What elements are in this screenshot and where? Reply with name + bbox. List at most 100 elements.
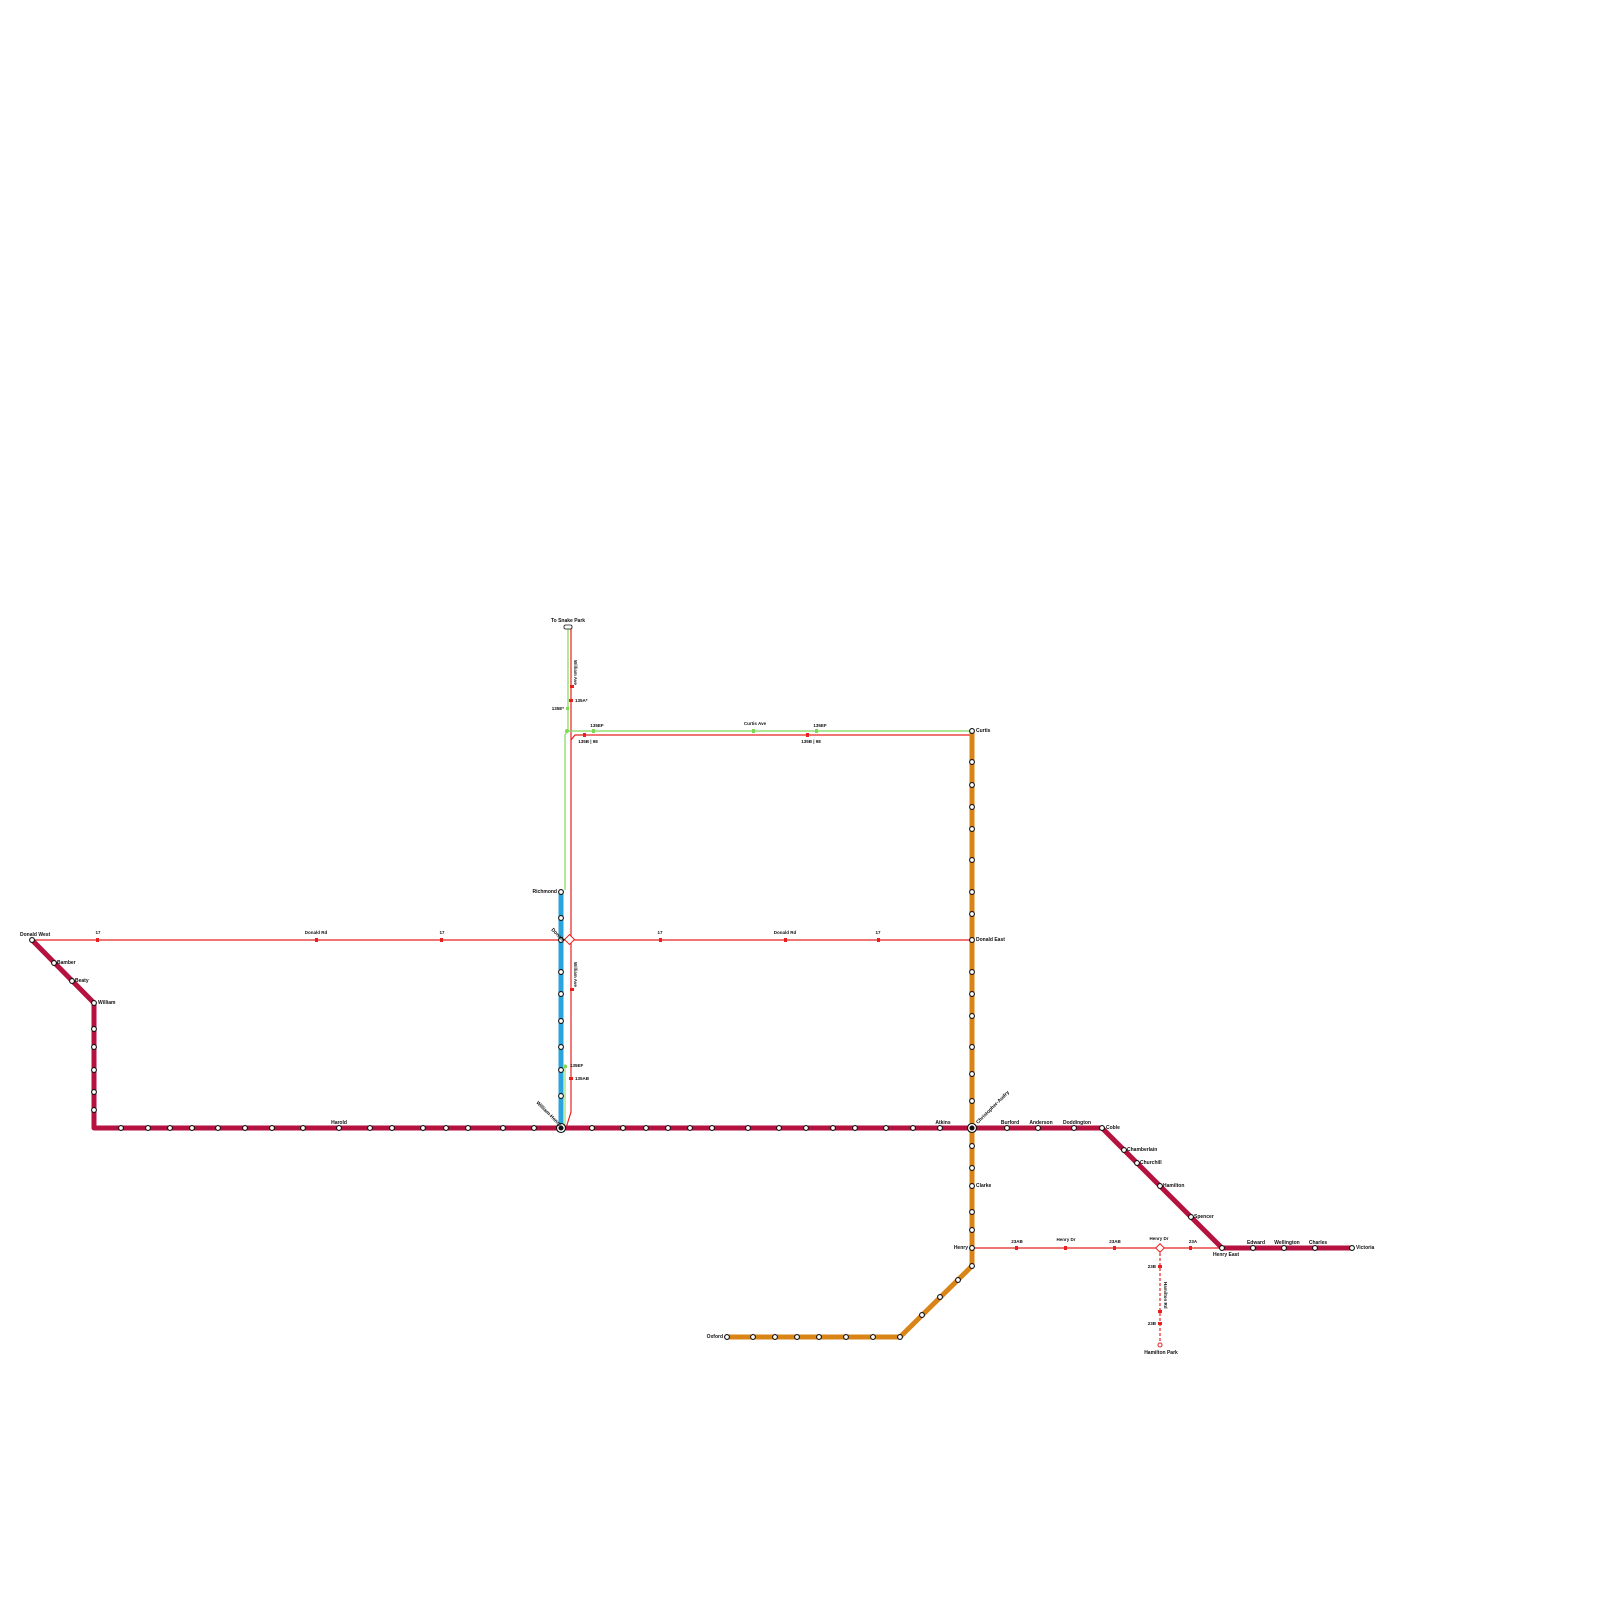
bus-stop[interactable] — [440, 938, 443, 942]
station[interactable] — [969, 1044, 975, 1050]
station-richmond[interactable] — [558, 889, 564, 895]
station[interactable] — [969, 1071, 975, 1077]
bus-stop[interactable] — [315, 938, 318, 942]
station[interactable] — [910, 1125, 916, 1131]
station[interactable] — [91, 1107, 97, 1113]
hamilton-park-terminus[interactable] — [1157, 1342, 1163, 1348]
station-henry[interactable] — [969, 1245, 975, 1251]
station[interactable] — [830, 1125, 836, 1131]
station[interactable] — [772, 1334, 778, 1340]
bus-stop[interactable] — [1064, 1246, 1067, 1250]
bus-stop[interactable] — [1158, 1322, 1162, 1325]
station[interactable] — [843, 1334, 849, 1340]
station[interactable] — [91, 1026, 97, 1032]
bus-interchange-donald[interactable] — [563, 933, 576, 946]
station[interactable] — [897, 1334, 903, 1340]
station[interactable] — [500, 1125, 506, 1131]
station[interactable] — [687, 1125, 693, 1131]
station[interactable] — [852, 1125, 858, 1131]
station[interactable] — [91, 1089, 97, 1095]
station-burford[interactable] — [1004, 1125, 1010, 1131]
station-donald-west[interactable] — [29, 937, 35, 943]
station[interactable] — [969, 1143, 975, 1149]
station[interactable] — [300, 1125, 306, 1131]
bus-stop[interactable] — [1189, 1246, 1192, 1250]
station[interactable] — [883, 1125, 889, 1131]
station[interactable] — [969, 1013, 975, 1019]
station-hamilton[interactable] — [1157, 1183, 1163, 1189]
station[interactable] — [745, 1125, 751, 1131]
bus-stop[interactable] — [570, 988, 574, 991]
station-spencer[interactable] — [1188, 1214, 1194, 1220]
station[interactable] — [969, 782, 975, 788]
bus-stop[interactable] — [877, 938, 880, 942]
station[interactable] — [189, 1125, 195, 1131]
bus-junction[interactable] — [565, 729, 569, 733]
station-clarke[interactable] — [969, 1183, 975, 1189]
station[interactable] — [937, 1294, 943, 1300]
station-william[interactable] — [91, 1000, 97, 1006]
station-coble[interactable] — [1099, 1125, 1105, 1131]
station[interactable] — [665, 1125, 671, 1131]
station-oxford[interactable] — [724, 1334, 730, 1340]
station-henry-east[interactable] — [1219, 1245, 1225, 1251]
station[interactable] — [969, 1165, 975, 1171]
bus-stop[interactable] — [570, 685, 574, 688]
station[interactable] — [969, 759, 975, 765]
station[interactable] — [443, 1125, 449, 1131]
station-wellington[interactable] — [1281, 1245, 1287, 1251]
bus-stop[interactable] — [569, 699, 573, 702]
bus-stop[interactable] — [659, 938, 662, 942]
station[interactable] — [145, 1125, 151, 1131]
station[interactable] — [643, 1125, 649, 1131]
station-charles[interactable] — [1312, 1245, 1318, 1251]
station-harold[interactable] — [336, 1125, 342, 1131]
station-bamber[interactable] — [51, 960, 57, 966]
station[interactable] — [215, 1125, 221, 1131]
station[interactable] — [803, 1125, 809, 1131]
station[interactable] — [558, 991, 564, 997]
bus-stop[interactable] — [96, 938, 99, 942]
station[interactable] — [167, 1125, 173, 1131]
station-beaty[interactable] — [69, 978, 75, 984]
bus-stop[interactable] — [583, 733, 586, 737]
bus-stop[interactable] — [1158, 1310, 1162, 1313]
station-chamberlain[interactable] — [1121, 1147, 1127, 1153]
station[interactable] — [558, 969, 564, 975]
bus-stop[interactable] — [592, 729, 595, 733]
station[interactable] — [465, 1125, 471, 1131]
station[interactable] — [389, 1125, 395, 1131]
station-donald-east[interactable] — [969, 937, 975, 943]
station-atkins[interactable] — [937, 1125, 943, 1131]
bus-stop[interactable] — [1015, 1246, 1018, 1250]
bus-interchange-henry-dr[interactable] — [1155, 1243, 1165, 1253]
station-churchill[interactable] — [1134, 1160, 1140, 1166]
snake-park-terminus[interactable] — [563, 624, 573, 630]
station[interactable] — [776, 1125, 782, 1131]
bus-stop[interactable] — [1158, 1265, 1162, 1268]
station-anderson[interactable] — [1035, 1125, 1041, 1131]
station[interactable] — [750, 1334, 756, 1340]
interchange-william-henry[interactable] — [555, 1122, 567, 1134]
interchange-christopher-audry[interactable] — [966, 1122, 978, 1134]
station[interactable] — [558, 1044, 564, 1050]
station-donald[interactable] — [558, 937, 564, 943]
station[interactable] — [558, 1018, 564, 1024]
station[interactable] — [919, 1312, 925, 1318]
station-victoria[interactable] — [1349, 1245, 1355, 1251]
bus-stop[interactable] — [784, 938, 787, 942]
station[interactable] — [969, 1209, 975, 1215]
station[interactable] — [969, 1098, 975, 1104]
station[interactable] — [269, 1125, 275, 1131]
station[interactable] — [91, 1067, 97, 1073]
station[interactable] — [969, 804, 975, 810]
station[interactable] — [969, 1227, 975, 1233]
station[interactable] — [242, 1125, 248, 1131]
bus-stop[interactable] — [815, 729, 818, 733]
station[interactable] — [118, 1125, 124, 1131]
station-curtis[interactable] — [969, 728, 975, 734]
bus-stop[interactable] — [566, 707, 569, 710]
station[interactable] — [558, 1067, 564, 1073]
station[interactable] — [955, 1277, 961, 1283]
station[interactable] — [969, 991, 975, 997]
